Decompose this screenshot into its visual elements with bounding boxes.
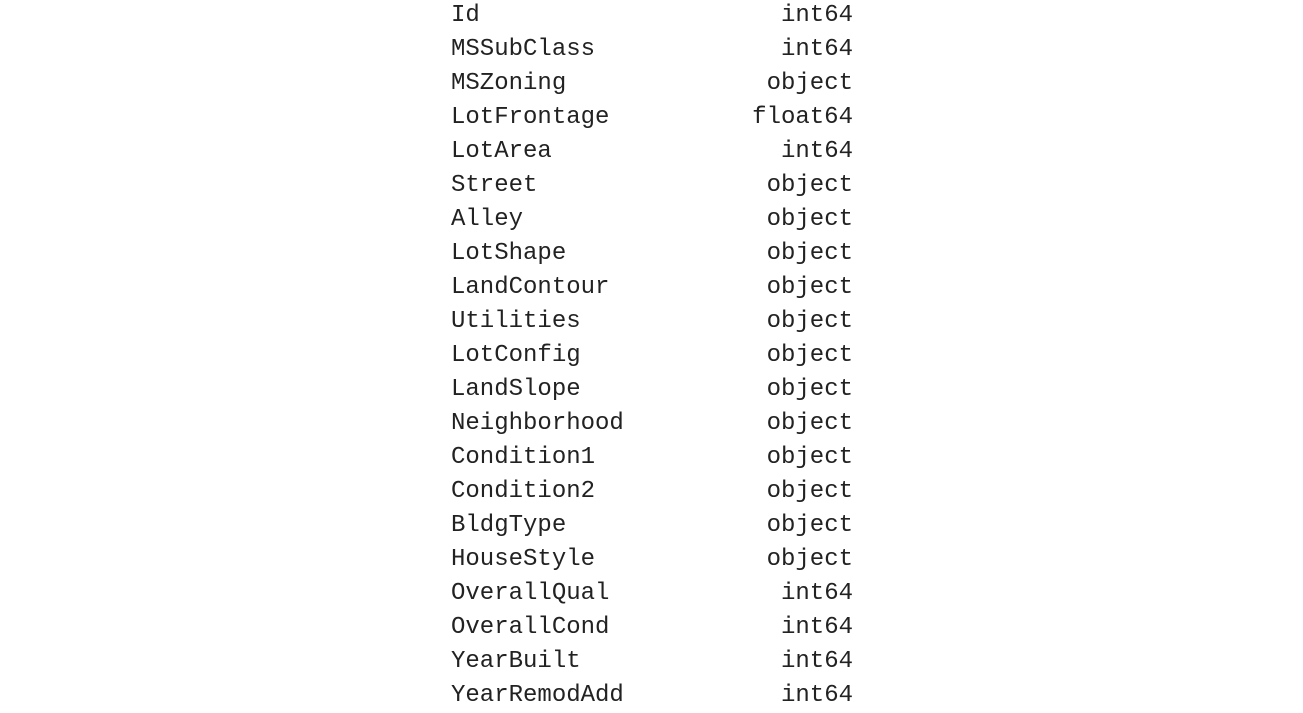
column-name: LotShape bbox=[451, 240, 567, 267]
column-name: OverallCond bbox=[451, 614, 610, 641]
column-name: YearBuilt bbox=[451, 648, 581, 675]
column-dtype: object bbox=[766, 512, 853, 539]
column-dtype: object bbox=[766, 308, 853, 335]
dtype-row: BldgType object bbox=[451, 509, 861, 543]
dtype-row: OverallQual int64 bbox=[451, 577, 861, 611]
column-dtype: object bbox=[766, 342, 853, 369]
dtype-row: Alley object bbox=[451, 203, 861, 237]
column-name: LotFrontage bbox=[451, 104, 610, 131]
column-dtype: int64 bbox=[780, 648, 853, 675]
column-name: Street bbox=[451, 172, 538, 199]
dtype-row: Street object bbox=[451, 169, 861, 203]
dtype-row: MSSubClass int64 bbox=[451, 33, 861, 67]
dtype-row: YearRemodAdd int64 bbox=[451, 679, 861, 713]
column-dtype: int64 bbox=[780, 614, 853, 641]
column-name: Alley bbox=[451, 206, 524, 233]
column-dtype: object bbox=[766, 546, 853, 573]
column-dtype: int64 bbox=[780, 36, 853, 63]
dtype-row: LotShape object bbox=[451, 237, 861, 271]
column-dtype: int64 bbox=[780, 580, 853, 607]
dtype-row: Condition2 object bbox=[451, 475, 861, 509]
column-name: Condition1 bbox=[451, 444, 596, 471]
column-name: HouseStyle bbox=[451, 546, 596, 573]
column-name: Id bbox=[451, 2, 480, 29]
column-dtype: float64 bbox=[752, 104, 853, 131]
dtype-row: LotArea int64 bbox=[451, 135, 861, 169]
column-dtype: int64 bbox=[780, 2, 853, 29]
dtype-row: Neighborhood object bbox=[451, 407, 861, 441]
column-dtype: object bbox=[766, 410, 853, 437]
column-name: Neighborhood bbox=[451, 410, 624, 437]
dtype-row: LandSlope object bbox=[451, 373, 861, 407]
column-dtype: int64 bbox=[780, 138, 853, 165]
column-dtype: object bbox=[766, 478, 853, 505]
column-name: LandContour bbox=[451, 274, 610, 301]
dtype-row: Condition1 object bbox=[451, 441, 861, 475]
column-name: YearRemodAdd bbox=[451, 682, 624, 709]
dtype-row: LotConfig object bbox=[451, 339, 861, 373]
dtype-row: MSZoning object bbox=[451, 67, 861, 101]
dtype-row: HouseStyle object bbox=[451, 543, 861, 577]
column-dtype: object bbox=[766, 70, 853, 97]
column-dtype: object bbox=[766, 376, 853, 403]
column-name: Condition2 bbox=[451, 478, 596, 505]
dtype-row: LandContour object bbox=[451, 271, 861, 305]
dtype-row: OverallCond int64 bbox=[451, 611, 861, 645]
column-name: LotArea bbox=[451, 138, 552, 165]
dtype-row: Id int64 bbox=[451, 0, 861, 33]
column-name: BldgType bbox=[451, 512, 567, 539]
column-name: Utilities bbox=[451, 308, 581, 335]
column-name: LotConfig bbox=[451, 342, 581, 369]
column-name: MSSubClass bbox=[451, 36, 596, 63]
column-dtype: object bbox=[766, 274, 853, 301]
column-dtype: object bbox=[766, 240, 853, 267]
column-dtype: object bbox=[766, 172, 853, 199]
column-dtype: object bbox=[766, 444, 853, 471]
column-name: OverallQual bbox=[451, 580, 610, 607]
dtype-row: LotFrontage float64 bbox=[451, 101, 861, 135]
dtype-row: YearBuilt int64 bbox=[451, 645, 861, 679]
dtype-row: Utilities object bbox=[451, 305, 861, 339]
column-dtype: object bbox=[766, 206, 853, 233]
column-dtype: int64 bbox=[780, 682, 853, 709]
column-name: LandSlope bbox=[451, 376, 581, 403]
column-name: MSZoning bbox=[451, 70, 567, 97]
